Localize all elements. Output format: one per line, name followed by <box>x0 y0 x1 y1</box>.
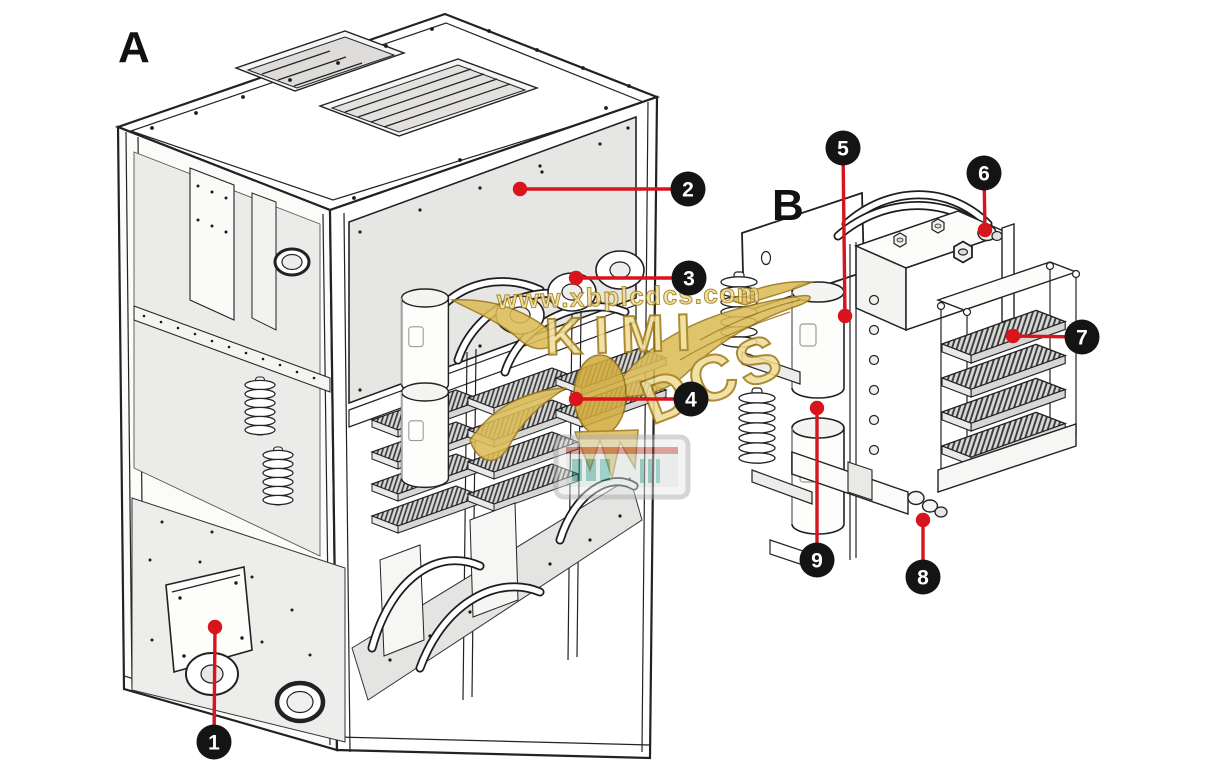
subassembly-view-b <box>720 190 1081 567</box>
callout-3: 3 <box>568 260 707 296</box>
callout-5-pointer-dot <box>837 308 853 324</box>
callout-8-badge <box>905 559 941 595</box>
callouts-layer: 1 2 3 4 5 6 7 8 9 <box>196 130 1100 760</box>
vertical-rod <box>849 242 880 560</box>
callout-4-badge <box>673 381 709 417</box>
cabinet-capacitors <box>400 288 450 395</box>
view-a-label: A <box>118 23 150 72</box>
bottom-structure <box>131 477 643 743</box>
callout-1-badge <box>196 724 232 760</box>
watermark-url-text: www.xbplcdcs.com <box>496 278 762 315</box>
callout-7: 7 <box>1005 319 1100 355</box>
cabinet-view-a <box>114 12 667 760</box>
insulators-b <box>720 271 813 505</box>
eagle-tail <box>573 429 639 481</box>
callout-6-badge <box>966 155 1002 191</box>
view-b-label: B <box>772 181 804 230</box>
callout-9: 9 <box>799 400 835 578</box>
callout-2-number: 2 <box>682 179 694 202</box>
callout-2-badge <box>670 171 706 207</box>
callout-1-number: 1 <box>208 732 220 755</box>
top-screws <box>150 27 631 200</box>
callout-5-number: 5 <box>837 138 849 161</box>
plc-thumbnail <box>553 434 691 500</box>
top-cutout-vent <box>317 58 540 137</box>
watermark-brand-kimi: KIMI <box>544 303 704 366</box>
top-cutout-left <box>233 30 407 92</box>
callout-4-pointer-dot <box>568 391 584 407</box>
callout-5-badge <box>825 130 861 166</box>
callout-8-number: 8 <box>917 567 929 590</box>
callout-1: 1 <box>196 619 232 760</box>
eagle-left-wing-lower <box>469 387 567 462</box>
callout-9-number: 9 <box>811 550 823 573</box>
watermark: www.xbplcdcs.com KIMI DCS <box>449 277 815 500</box>
callout-2: 2 <box>512 171 706 207</box>
callout-3-badge <box>671 260 707 296</box>
callout-7-number: 7 <box>1076 327 1088 350</box>
callout-1-pointer-dot <box>207 619 223 635</box>
callout-3-pointer-dot <box>568 270 584 286</box>
resistor-stack-b <box>935 261 1081 493</box>
base-frame-b <box>769 451 948 567</box>
callout-9-badge <box>799 542 835 578</box>
callout-2-pointer-dot <box>512 181 528 197</box>
callout-7-pointer-dot <box>1005 328 1021 344</box>
callout-6: 6 <box>966 155 1002 238</box>
cabinet-capacitors-lower <box>400 382 450 489</box>
callout-6-number: 6 <box>978 163 990 186</box>
callout-7-badge <box>1064 319 1100 355</box>
callout-3-number: 3 <box>683 268 695 291</box>
callout-4-number: 4 <box>685 389 697 412</box>
callout-6-pointer-dot <box>977 222 993 238</box>
callout-8: 8 <box>905 512 941 595</box>
eagle-right-wing <box>608 294 811 398</box>
eagle-right-wing-upper <box>728 280 815 306</box>
callout-5: 5 <box>825 130 861 324</box>
callout-4: 4 <box>568 381 709 417</box>
callout-9-pointer-dot <box>809 400 825 416</box>
callout-8-pointer-dot <box>915 512 931 528</box>
eagle-left-wing <box>449 299 562 350</box>
